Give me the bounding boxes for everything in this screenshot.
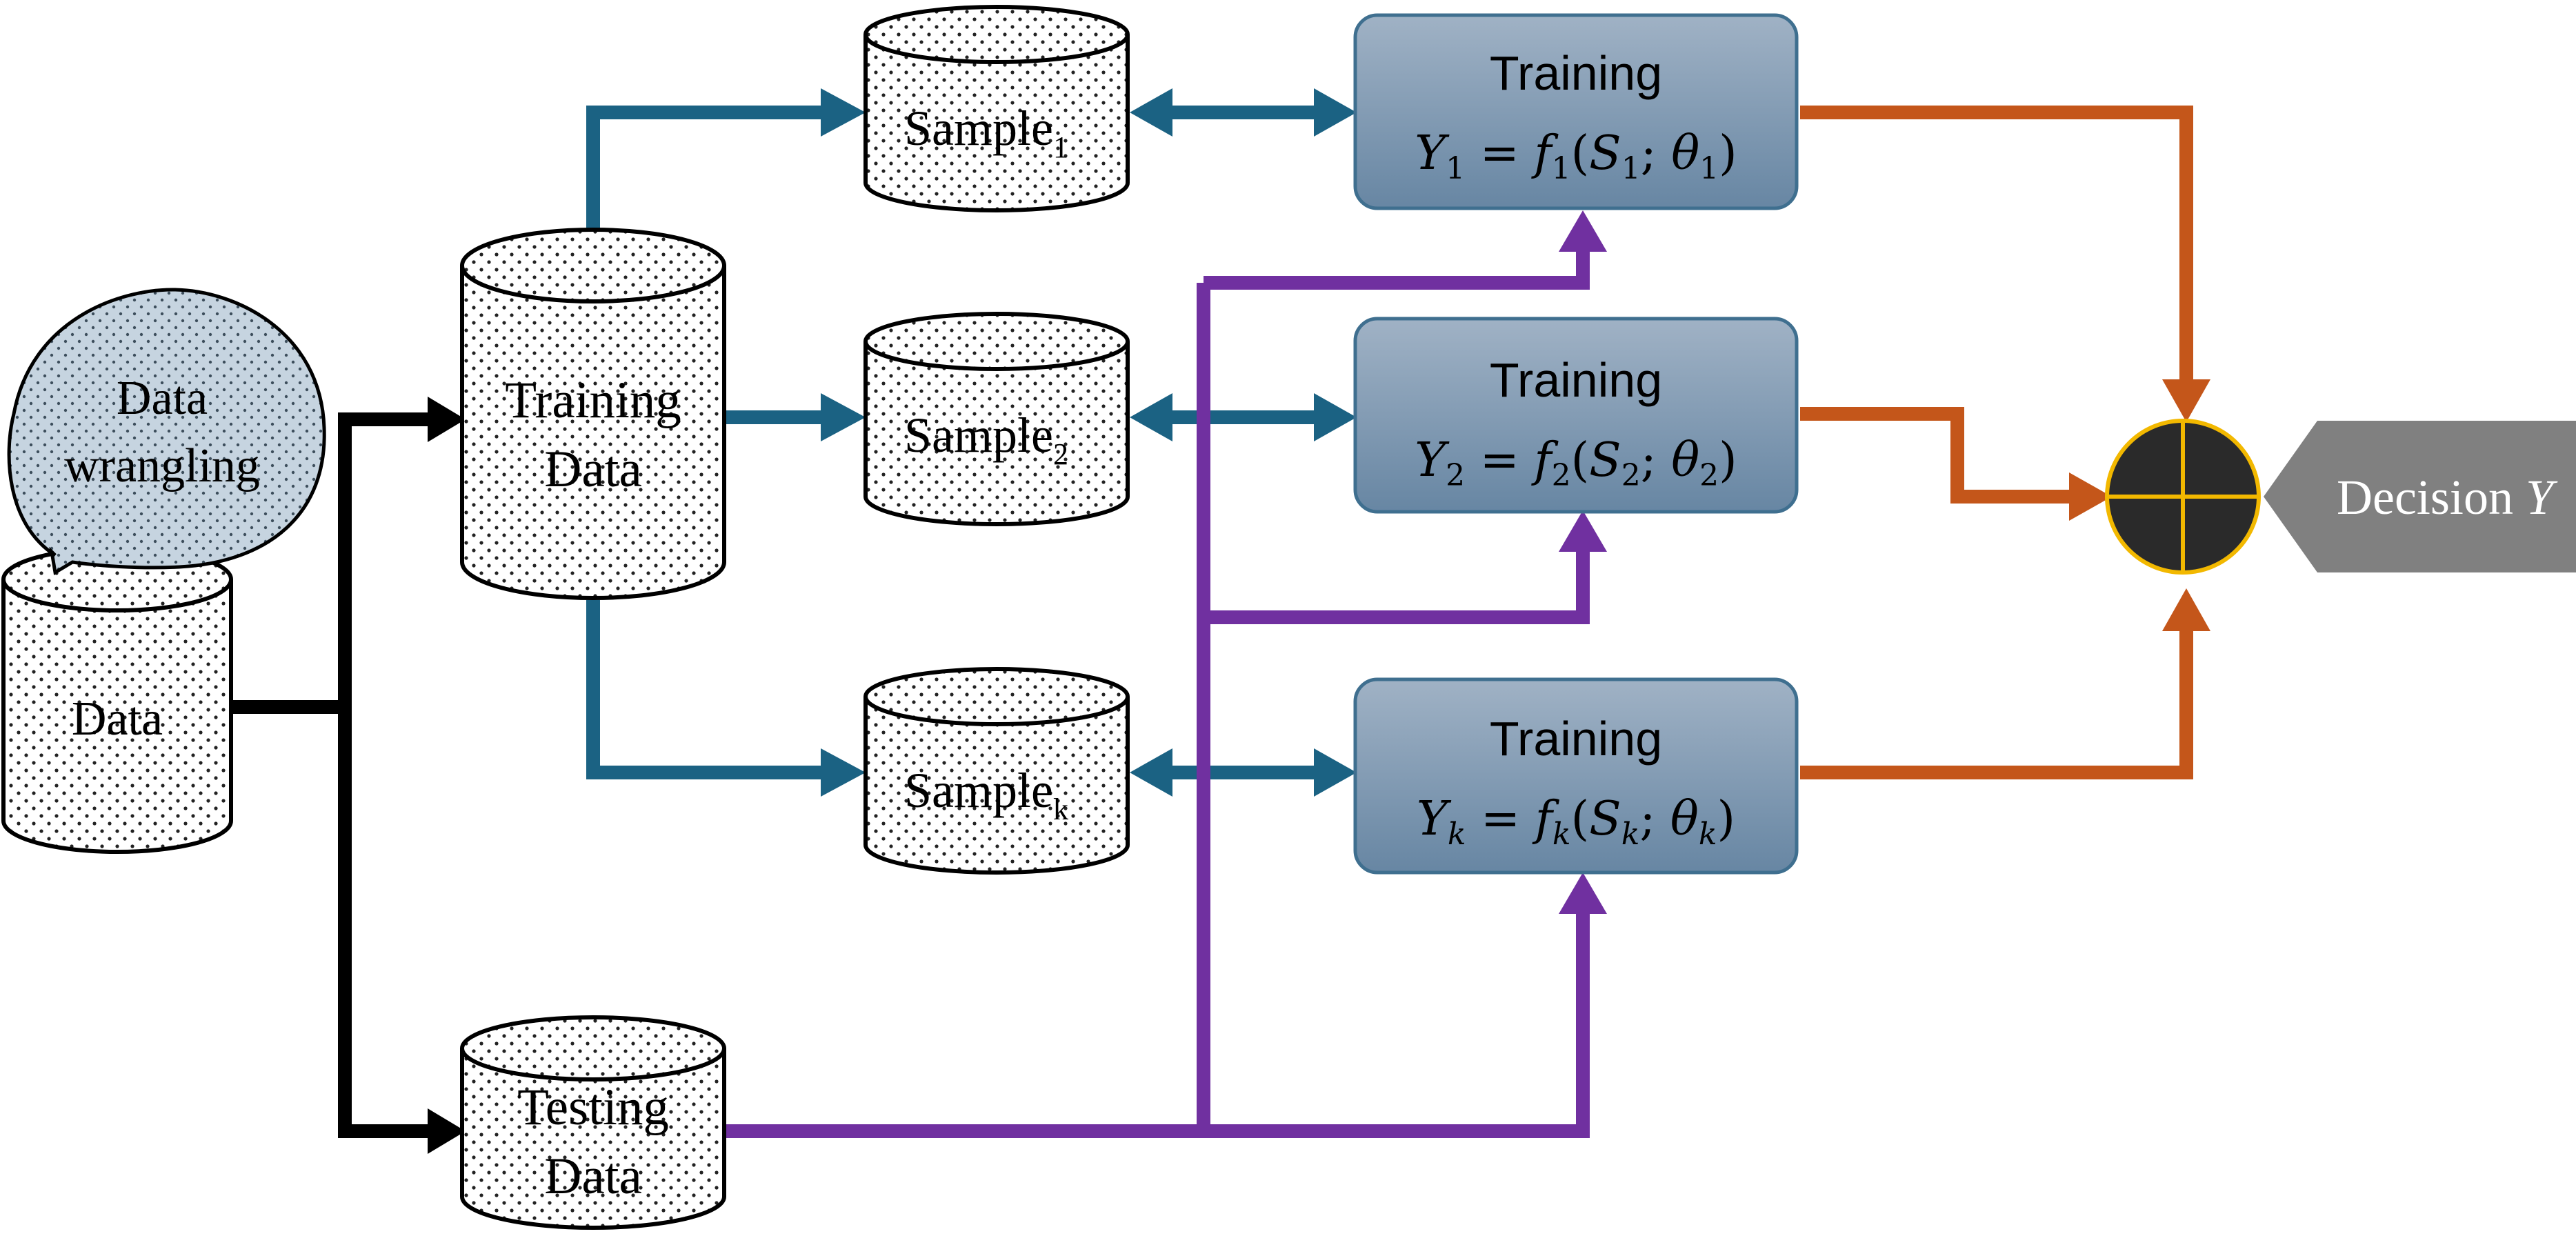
training-data-line2: Data	[544, 441, 642, 498]
training-data-store: Training Data	[460, 228, 726, 600]
training-formula-2: Y2 = f2(S2; θ2)	[1415, 433, 1737, 493]
arrow-to-training-data	[428, 397, 466, 442]
training-title-2: Training	[1490, 353, 1662, 407]
data-store-label: Data	[72, 692, 163, 746]
wrangling-bubble: Data wrangling	[7, 288, 326, 576]
wrangling-line2: wrangling	[64, 439, 260, 492]
data-store: Data	[1, 546, 233, 854]
sample-label-1: Sample1	[904, 101, 1068, 164]
training-title-1: Training	[1490, 46, 1662, 100]
training-model-k: Training Yk = fk(Sk; θk)	[1353, 677, 1799, 875]
training-model-1: Training Y1 = f1(S1; θ1)	[1353, 13, 1799, 210]
sample-label-k: Samplek	[904, 763, 1068, 826]
sample-store-2: Sample2	[863, 312, 1130, 526]
black-connectors	[231, 412, 428, 1138]
blue-arrowheads	[821, 88, 1357, 797]
training-formula-k: Yk = fk(Sk; θk)	[1417, 792, 1735, 852]
blue-connectors	[586, 106, 1317, 779]
decision-label: Decision Y	[2337, 470, 2558, 525]
purple-connectors	[724, 248, 1590, 1138]
training-title-k: Training	[1490, 712, 1662, 766]
purple-arrowheads	[1559, 210, 1607, 914]
testing-data-line1: Testing	[517, 1079, 669, 1136]
training-model-2: Training Y2 = f2(S2; θ2)	[1353, 317, 1799, 514]
combiner-icon	[2105, 419, 2261, 575]
orange-connectors	[1800, 106, 2193, 779]
sample-label-2: Sample2	[904, 408, 1068, 471]
decision-output: Decision Y	[2264, 421, 2576, 572]
wrangling-line1: Data	[117, 372, 208, 425]
training-formula-1: Y1 = f1(S1; θ1)	[1415, 126, 1737, 186]
sample-store-1: Sample1	[863, 5, 1130, 212]
testing-data-store: Testing Data	[460, 1015, 726, 1230]
arrow-to-testing-data	[428, 1108, 466, 1154]
orange-arrowheads	[2069, 379, 2210, 631]
sample-store-k: Samplek	[863, 667, 1130, 875]
testing-data-line2: Data	[544, 1148, 642, 1205]
training-data-line1: Training	[505, 372, 681, 429]
